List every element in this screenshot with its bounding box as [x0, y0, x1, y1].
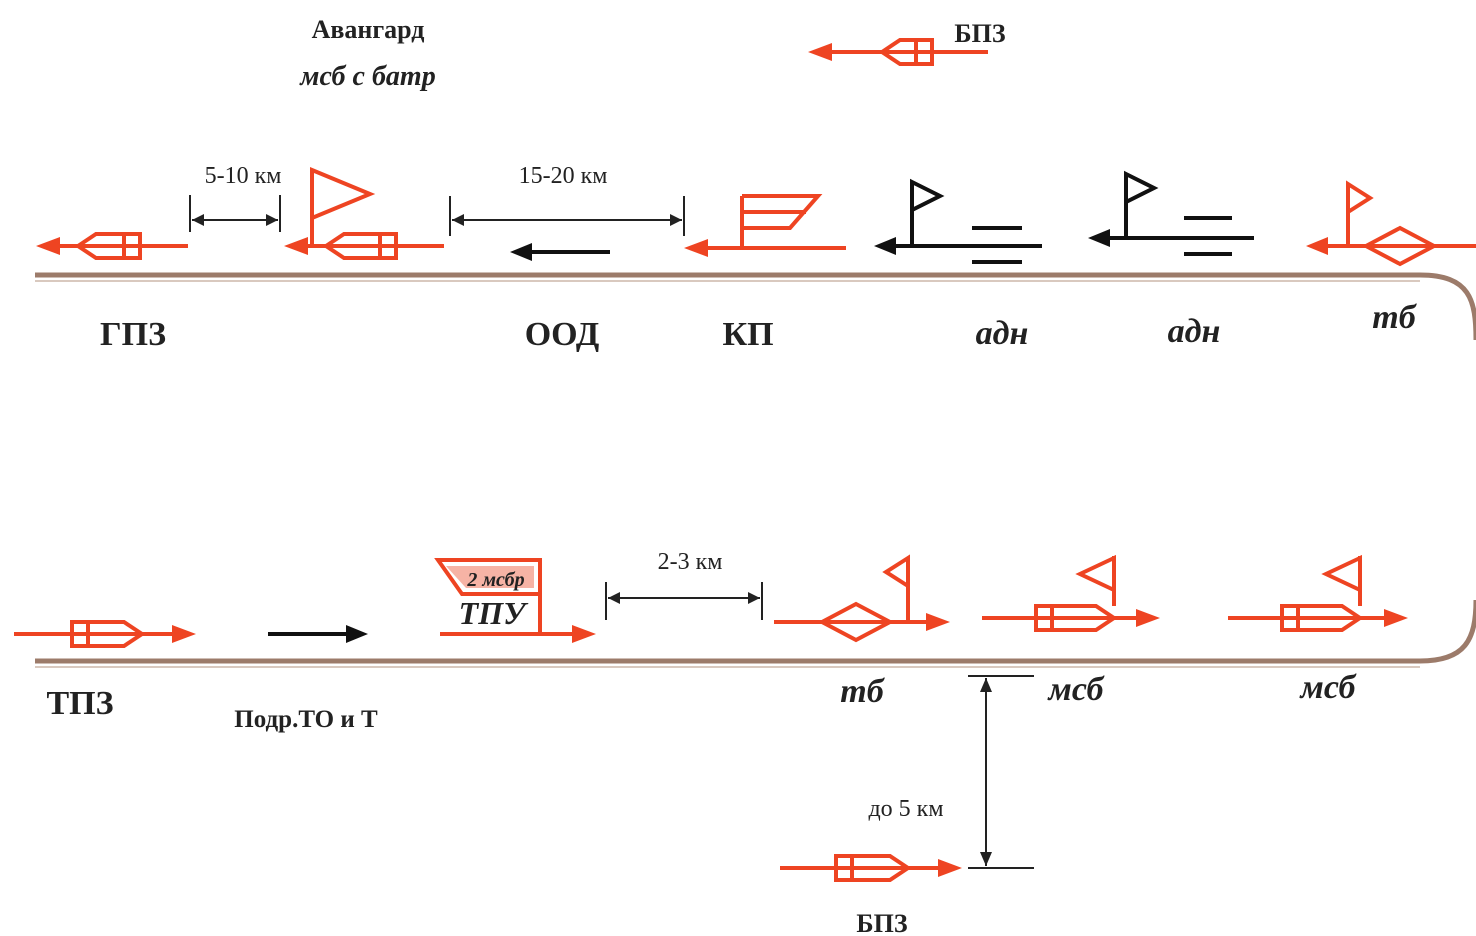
ood-label: ООД: [525, 316, 600, 353]
distance-15-20: [449, 196, 685, 236]
tb-bottom-label: тб: [840, 673, 885, 710]
msb-2-label: мсб: [1299, 669, 1358, 706]
gpz-label: ГПЗ: [100, 316, 166, 353]
march-route: [35, 272, 1476, 668]
distance-do-5-label: до 5 км: [868, 796, 943, 822]
bpz-top-symbol: [808, 38, 988, 66]
podr-to-label: Подр.ТО и Т: [234, 706, 378, 733]
adn-1-symbol: [874, 178, 1042, 264]
msb-1-symbol: [982, 554, 1160, 632]
bpz-top-label: БПЗ: [954, 19, 1005, 48]
adn-2-symbol: [1088, 170, 1254, 256]
podr-to-symbol: [268, 625, 368, 643]
tb-top-symbol: [1306, 180, 1476, 267]
distance-15-20-label: 15-20 км: [519, 163, 608, 189]
msb-1-label: мсб: [1047, 671, 1106, 708]
avangard-msb-symbol: [284, 167, 444, 260]
kp-symbol: [684, 194, 846, 257]
bpz-bottom-symbol: [780, 854, 962, 882]
tpu-unit-label: 2 мсбр: [466, 569, 524, 591]
kp-label: КП: [722, 316, 773, 353]
distance-do-5: [968, 675, 1034, 869]
tpu-label: ТПУ: [459, 595, 529, 631]
distance-2-3: [605, 582, 763, 620]
bpz-bottom-label: БПЗ: [856, 909, 907, 936]
adn-1-label: адн: [976, 315, 1029, 352]
gpz-symbol: [36, 232, 188, 260]
avangard-subtitle: мсб с батр: [299, 61, 435, 92]
distance-5-10-label: 5-10 км: [205, 163, 282, 189]
tpz-label: ТПЗ: [46, 685, 113, 722]
tb-bottom-symbol: [774, 554, 950, 643]
avangard-label: Авангард: [312, 15, 425, 44]
tb-top-label: тб: [1372, 299, 1417, 336]
distance-2-3-label: 2-3 км: [658, 549, 723, 575]
adn-2-label: адн: [1168, 313, 1221, 350]
msb-2-symbol: [1228, 554, 1408, 632]
tpz-symbol: [14, 620, 196, 648]
ood-symbol: [510, 243, 610, 261]
distance-5-10: [189, 195, 281, 232]
tpu-symbol: [434, 558, 596, 643]
